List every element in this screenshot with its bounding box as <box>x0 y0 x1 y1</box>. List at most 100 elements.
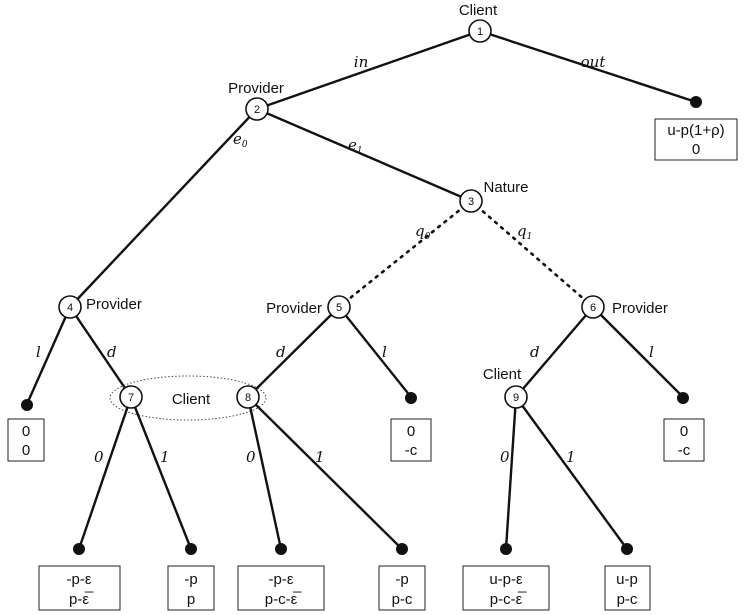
payoff-client: -p <box>184 571 197 588</box>
action-label-n4-l: l <box>36 343 41 361</box>
action-label-e1: e1 <box>348 136 363 156</box>
edge-n6-l <box>592 306 684 398</box>
node-4: 4 Provider <box>58 295 142 319</box>
action-label-n9-1: 1 <box>566 448 576 466</box>
edge-n7-0 <box>77 396 133 550</box>
payoff-provider: 0 <box>692 141 700 158</box>
edge-q1 <box>469 199 595 309</box>
edge-e1 <box>256 107 472 203</box>
edge-n4-d <box>69 306 132 398</box>
terminal-n7-1 <box>185 543 197 555</box>
action-label-n5-l: l <box>382 343 387 361</box>
terminal-n8-1 <box>396 543 408 555</box>
terminal-n4-l <box>21 399 33 411</box>
node-number: 7 <box>128 392 134 404</box>
node-number: 9 <box>513 392 519 404</box>
payoff-box-n4-l: 0 0 <box>7 418 45 462</box>
payoff-box-out: u-p(1+ρ) 0 <box>654 118 738 161</box>
node-number: 3 <box>468 196 474 208</box>
node-number: 4 <box>67 302 73 314</box>
action-label-n6-l: l <box>649 343 654 361</box>
node-player-label: Client <box>483 366 522 383</box>
node-player-label: Provider <box>266 300 322 317</box>
action-label-out: out <box>581 53 607 71</box>
payoff-box-n9-0: u-p-ε p-c-ε̅ <box>462 565 550 611</box>
payoff-provider: p-c-ε̅ <box>490 591 528 608</box>
edge-n9-1 <box>515 396 628 550</box>
action-label-n8-1: 1 <box>315 448 325 466</box>
action-label-n7-0: 0 <box>94 448 104 466</box>
payoff-provider: p <box>187 591 195 608</box>
edge-in <box>256 29 481 111</box>
node-6: 6 Provider <box>581 295 668 319</box>
terminal-n7-0 <box>73 543 85 555</box>
terminal-n8-0 <box>275 543 287 555</box>
node-number: 5 <box>336 302 342 314</box>
action-label-n4-d: d <box>107 343 117 361</box>
edge-n5-l <box>338 306 412 398</box>
edge-e0 <box>69 108 258 308</box>
edge-out <box>479 29 697 104</box>
terminal-n6-l <box>677 392 689 404</box>
terminal-n9-0 <box>500 543 512 555</box>
information-set-ellipse <box>109 375 267 421</box>
terminal-out <box>690 96 702 108</box>
payoff-provider: 0 <box>22 442 30 459</box>
payoff-client: 0 <box>22 423 30 440</box>
node-number: 1 <box>477 26 483 38</box>
payoff-provider: p-c-ε̅ <box>265 591 303 608</box>
payoff-client: 0 <box>407 423 415 440</box>
payoff-box-n7-0: -p-ε p-ε̅ <box>38 565 121 611</box>
action-label-q0: q0 <box>415 222 431 242</box>
edge-q0 <box>337 199 473 309</box>
payoff-client: -p-ε <box>66 571 91 588</box>
information-set-label: Client <box>172 391 211 408</box>
payoff-box-n8-1: -p p-c <box>378 565 426 611</box>
node-8: 8 <box>236 385 260 409</box>
action-label-n6-d: d <box>530 343 540 361</box>
payoff-client: -p-ε <box>268 571 293 588</box>
action-label-in: in <box>354 53 368 71</box>
edge-n5-d <box>247 306 340 398</box>
action-label-n5-d: d <box>276 343 286 361</box>
terminal-n9-1 <box>621 543 633 555</box>
payoff-client: 0 <box>680 423 688 440</box>
node-7: 7 <box>119 385 143 409</box>
payoff-provider: -c <box>678 442 691 459</box>
edge-n7-1 <box>129 396 193 550</box>
node-number: 2 <box>254 104 260 116</box>
edge-n9-0 <box>504 396 518 550</box>
node-1: 1 Client <box>459 2 498 43</box>
payoff-client: -p <box>395 571 408 588</box>
payoff-box-n9-1: u-p p-c <box>604 565 651 611</box>
payoff-provider: p-ε̅ <box>69 591 94 608</box>
action-label-q1: q1 <box>517 222 532 242</box>
payoff-client: u-p(1+ρ) <box>667 122 724 139</box>
node-number: 8 <box>245 392 251 404</box>
edge-n8-0 <box>246 396 283 550</box>
edge-n4-l <box>25 306 72 405</box>
node-3: 3 Nature <box>459 179 529 213</box>
node-player-label: Provider <box>86 296 142 313</box>
node-number: 6 <box>590 302 596 314</box>
payoff-provider: -c <box>405 442 418 459</box>
edge-n8-1 <box>247 396 403 550</box>
node-player-label: Provider <box>228 80 284 97</box>
node-player-label: Provider <box>612 300 668 317</box>
payoff-provider: p-c <box>617 591 638 608</box>
action-label-n7-1: 1 <box>160 448 170 466</box>
payoff-box-n8-0: -p-ε p-c-ε̅ <box>237 565 325 611</box>
terminal-n5-l <box>405 392 417 404</box>
node-9: 9 Client <box>483 366 528 409</box>
payoff-box-n6-l: 0 -c <box>663 418 705 462</box>
node-player-label: Nature <box>483 179 528 196</box>
payoff-box-n7-1: -p p <box>167 565 215 611</box>
action-label-e0: e0 <box>233 130 248 150</box>
node-5: 5 Provider <box>266 295 351 319</box>
payoff-provider: p-c <box>392 591 413 608</box>
payoff-client: u-p-ε <box>489 571 523 588</box>
node-2: 2 Provider <box>228 80 284 121</box>
edge-n6-d <box>515 306 594 398</box>
action-label-n9-0: 0 <box>500 448 510 466</box>
